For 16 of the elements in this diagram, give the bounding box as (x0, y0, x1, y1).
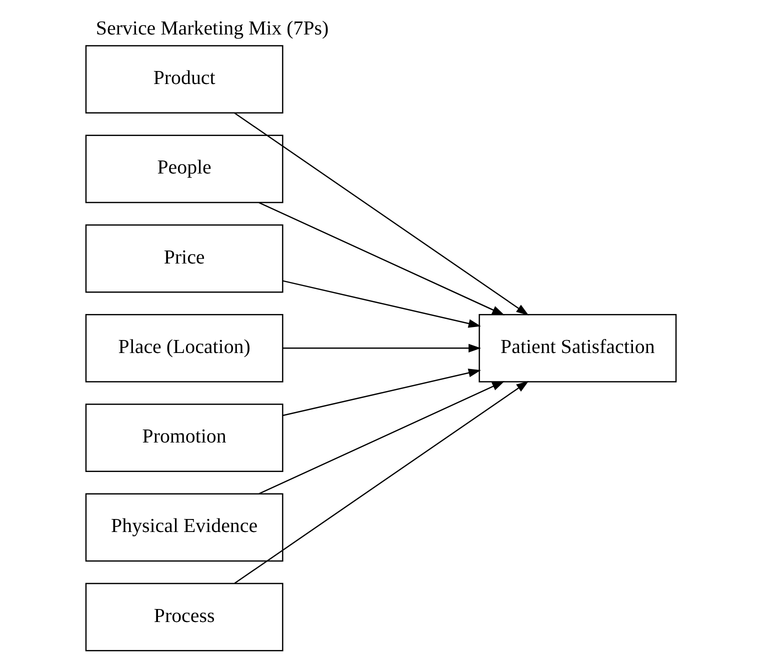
arrow (234, 380, 529, 584)
node-box: Physical Evidence (85, 493, 284, 562)
arrow (258, 381, 505, 494)
node-box: Process (85, 582, 284, 652)
arrow (258, 202, 505, 316)
arrow (282, 368, 481, 416)
node-box: People (85, 134, 284, 204)
node-box: Patient Satisfaction (478, 314, 677, 382)
node-box: Price (85, 224, 284, 293)
node-box: Promotion (85, 404, 284, 472)
arrow (282, 280, 481, 328)
arrow (234, 112, 529, 316)
diagram-title: Service Marketing Mix (7Ps) (96, 17, 329, 40)
node-box: Place (Location) (85, 314, 284, 382)
arrow (282, 344, 482, 353)
node-box: Product (85, 45, 284, 114)
